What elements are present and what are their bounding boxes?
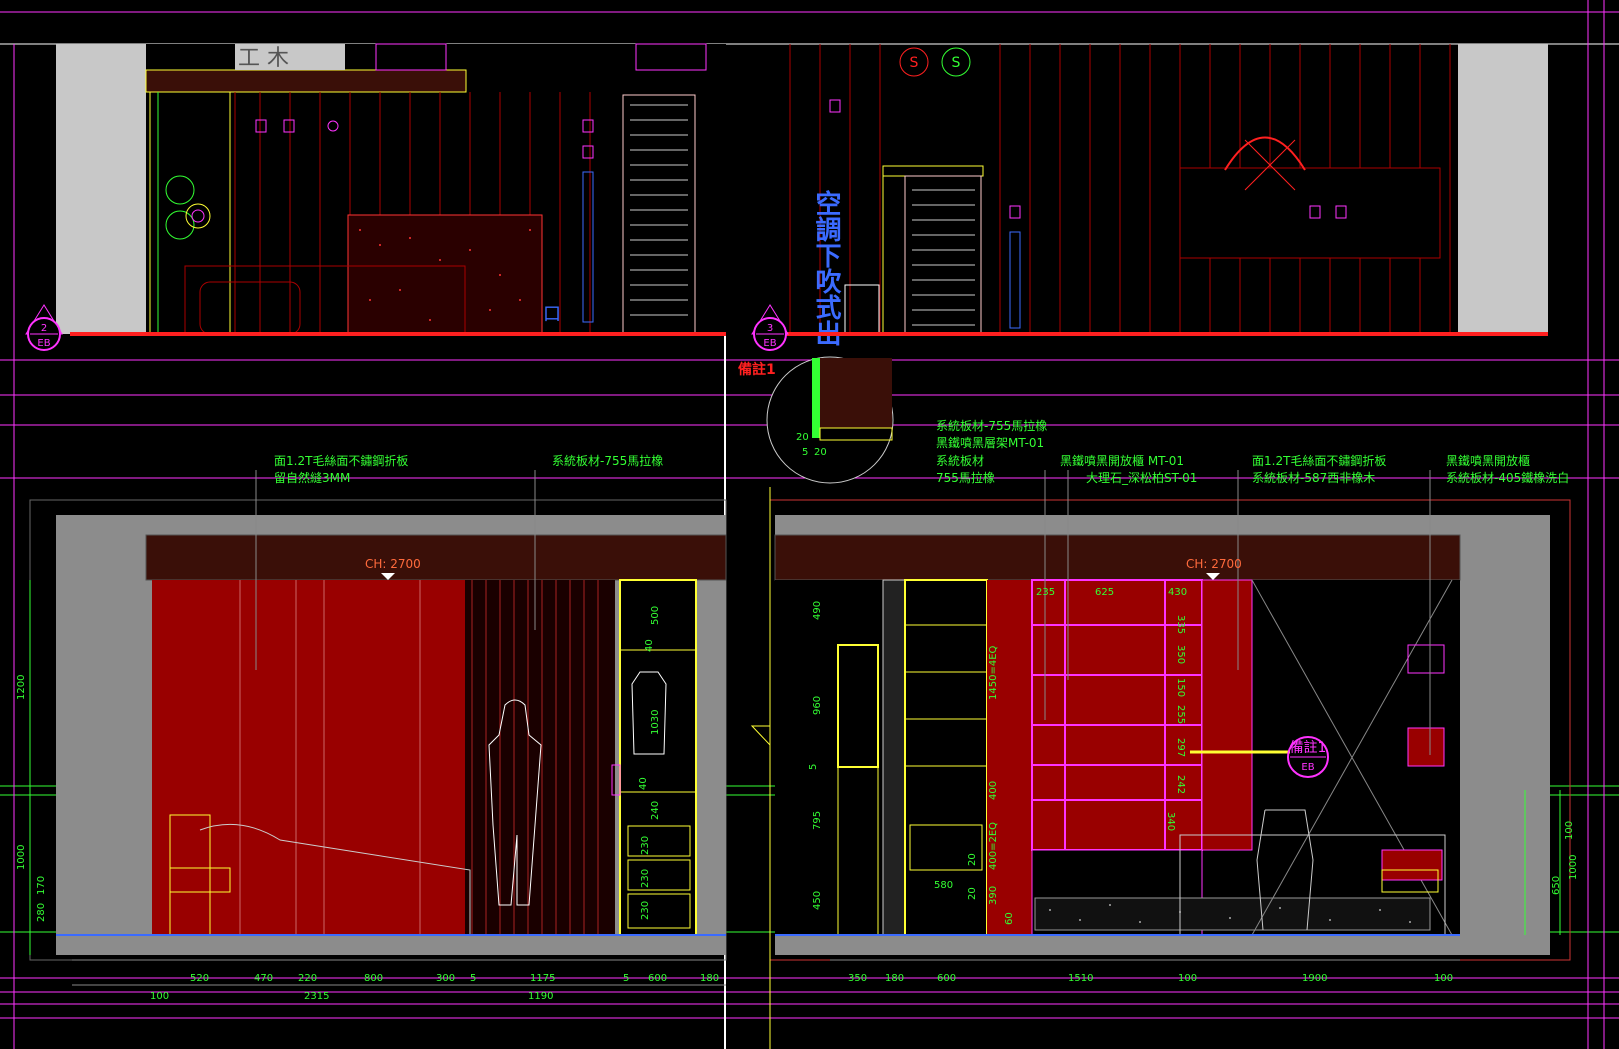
- cabinet-dim-390: 390: [988, 886, 999, 905]
- right-dim-450: 450: [812, 891, 823, 910]
- bottom-left-dim-1175: 1175: [530, 973, 555, 984]
- right-annotation-1-line-2: 黑鐵噴黑層架MT-01: [936, 435, 1044, 450]
- bottom-left-dim-220: 220: [298, 973, 317, 984]
- right-annotation-4-line-1: 面1.2T毛絲面不鏽鋼折板: [1252, 453, 1386, 468]
- wardrobe-dim-230a: 230: [640, 836, 651, 855]
- wardrobe-dim-1030: 1030: [650, 710, 661, 735]
- s-label-1: S: [910, 55, 919, 71]
- left-dim-1000: 1000: [16, 845, 27, 870]
- bottom-right-dim-180: 180: [885, 973, 904, 984]
- right-dim-490: 490: [812, 601, 823, 620]
- right-side-dim-1000: 1000: [1568, 855, 1579, 880]
- detail-dim-20: 20: [796, 432, 809, 443]
- bottom-right-dim-100a: 100: [1178, 973, 1197, 984]
- marker-2-code: EB: [37, 338, 50, 349]
- right-side-dim-650: 650: [1551, 876, 1562, 895]
- bottom-right-dim-1510: 1510: [1068, 973, 1093, 984]
- marker-3-code: EB: [763, 338, 776, 349]
- right-dim-960: 960: [812, 696, 823, 715]
- section-marker-3[interactable]: 3 EB: [751, 304, 789, 351]
- bottom-right-elevation: [750, 356, 1571, 1049]
- right-ch-label: CH: 2700: [1186, 557, 1242, 571]
- top-left-elevation: 工 木: [25, 43, 726, 351]
- bottom-left-dim-5b: 5: [623, 973, 629, 984]
- detail-dim-20b: 20: [814, 447, 827, 458]
- callout-code: EB: [1301, 762, 1314, 773]
- right-annotation-3-line-1: 黑鐵噴黑開放櫃 MT-01: [1060, 453, 1184, 468]
- marker-2-number: 2: [41, 323, 47, 334]
- left-annotation-2-line-1: 系統板材-755馬拉橡: [552, 453, 663, 468]
- left-dim-170: 170: [36, 876, 47, 895]
- bottom-left-dim-470: 470: [254, 973, 273, 984]
- text-layer: 面1.2T毛絲面不鏽鋼折板 留自然縫3MM 系統板材-755馬拉橡 CH: 27…: [16, 361, 1579, 1002]
- shelf-dim-340: 340: [1165, 812, 1176, 831]
- wardrobe-dim-230c: 230: [640, 901, 651, 920]
- right-annotation-2-line-1: 系統板材: [936, 454, 984, 468]
- top-right-elevation: S S 空調下吹式出 3 EB: [751, 44, 1548, 351]
- wardrobe-dim-240: 240: [650, 801, 661, 820]
- bottom-left-dim-180: 180: [700, 973, 719, 984]
- bottom-left-dim-600: 600: [648, 973, 667, 984]
- bottom-right-dim-100b: 100: [1434, 973, 1453, 984]
- right-dim-5: 5: [808, 764, 819, 770]
- bottom-left-dim-1190: 1190: [528, 991, 553, 1002]
- cabinet-dim-20a: 20: [967, 853, 978, 866]
- cabinet-dim-1450: 1450=4EQ: [988, 645, 999, 700]
- vertical-ac-text: 空調下吹式出: [811, 189, 841, 346]
- right-dim-795: 795: [812, 811, 823, 830]
- marker-3-number: 3: [767, 323, 773, 334]
- left-ch-label: CH: 2700: [365, 557, 421, 571]
- right-annotation-5-line-1: 黑鐵噴黑開放櫃: [1446, 453, 1530, 468]
- cabinet-dim-400: 400: [988, 781, 999, 800]
- bottom-right-dim-600: 600: [937, 973, 956, 984]
- cabinet-dim-400-2eq: 400=2EQ: [988, 822, 999, 870]
- cabinet-dim-20b: 20: [967, 887, 978, 900]
- shelf-dim-335: 335: [1175, 615, 1186, 634]
- top-left-top-text: 工 木: [238, 46, 289, 71]
- bottom-right-dim-1900: 1900: [1302, 973, 1327, 984]
- wardrobe-dim-500: 500: [650, 606, 661, 625]
- shelf-dim-255: 255: [1175, 705, 1186, 724]
- shelf-dim-625: 625: [1095, 587, 1114, 598]
- s-label-2: S: [952, 55, 961, 71]
- wardrobe-dim-40b: 40: [638, 777, 649, 790]
- left-annotation-1-line-1: 面1.2T毛絲面不鏽鋼折板: [274, 453, 408, 468]
- section-marker-2[interactable]: 2 EB: [25, 304, 63, 351]
- bottom-left-dim-800: 800: [364, 973, 383, 984]
- bottom-left-dim-520: 520: [190, 973, 209, 984]
- shelf-dim-242: 242: [1175, 775, 1186, 794]
- cabinet-dim-60: 60: [1004, 912, 1015, 925]
- right-annotation-3-line-2: 大理石_深松柏ST-01: [1086, 470, 1197, 485]
- note-1-callout[interactable]: 備註1 EB: [1287, 736, 1329, 778]
- wardrobe-dim-230b: 230: [640, 869, 651, 888]
- detail-dim-5: 5: [802, 447, 808, 458]
- note-1-title: 備註1: [738, 361, 776, 378]
- bottom-left-dim-5a: 5: [470, 973, 476, 984]
- shelf-dim-350: 350: [1175, 645, 1186, 664]
- right-annotation-5-line-2: 系統板材-405鐵橡洗白: [1446, 470, 1569, 485]
- cabinet-dim-580: 580: [934, 880, 953, 891]
- right-side-dim-100: 100: [1564, 821, 1575, 840]
- bottom-left-elevation: [29, 470, 727, 986]
- callout-title: 備註1: [1290, 740, 1327, 756]
- right-annotation-2-line-2: 755馬拉橡: [936, 470, 995, 485]
- left-dim-1200: 1200: [16, 675, 27, 700]
- right-annotation-4-line-2: 系統板材-587西非橡木: [1252, 471, 1375, 485]
- bottom-left-dim-2315: 2315: [304, 991, 329, 1002]
- shelf-dim-297: 297: [1175, 738, 1186, 757]
- wardrobe-dim-40a: 40: [644, 639, 655, 652]
- shelf-dim-150: 150: [1175, 678, 1186, 697]
- shelf-dim-235: 235: [1036, 587, 1055, 598]
- bottom-left-dim-100: 100: [150, 991, 169, 1002]
- left-annotation-1-line-2: 留自然縫3MM: [274, 470, 350, 485]
- top-left-side-text: 口: [543, 304, 561, 325]
- left-dim-280: 280: [36, 903, 47, 922]
- bottom-right-dim-350: 350: [848, 973, 867, 984]
- bottom-left-dim-300: 300: [436, 973, 455, 984]
- shelf-dim-430: 430: [1168, 587, 1187, 598]
- right-annotation-1-line-1: 系統板材-755馬拉橡: [936, 418, 1047, 433]
